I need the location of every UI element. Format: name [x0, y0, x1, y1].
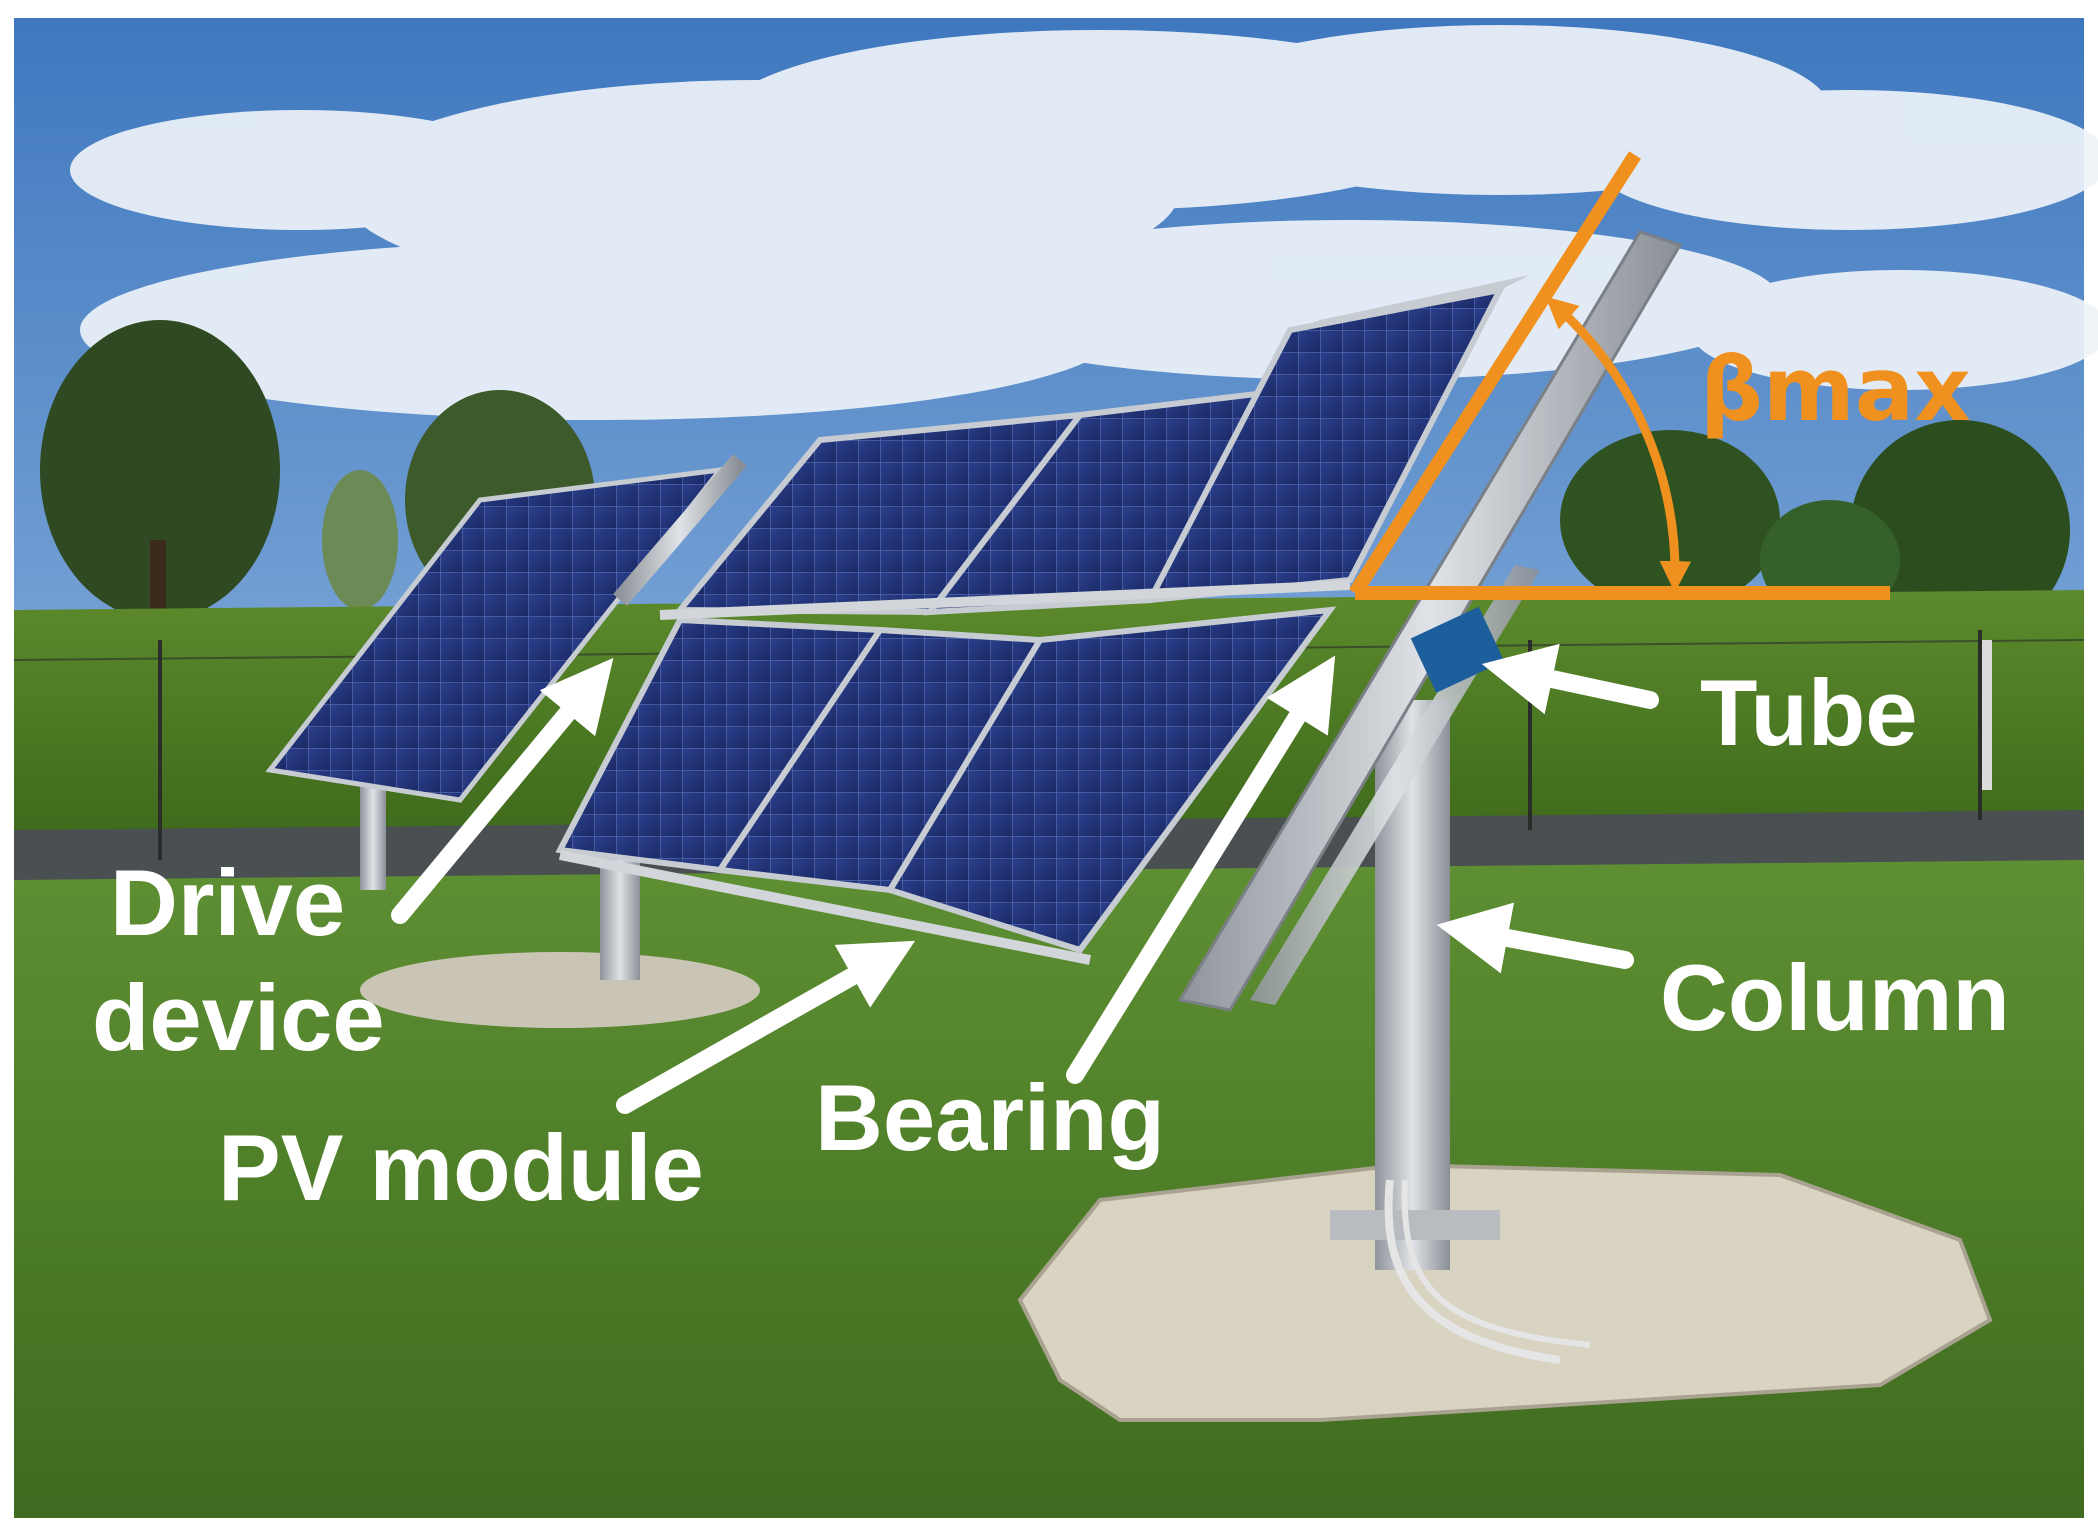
angle-arc [1545, 296, 1692, 593]
tube-label: Tube [1700, 660, 1918, 765]
drive-device-arrow [391, 657, 614, 924]
drive-device-label-line1: Drive [110, 850, 345, 955]
callout-arrows [391, 643, 1659, 1114]
column-label: Column [1660, 945, 2010, 1050]
tube-arrow [1481, 643, 1659, 715]
beta-max-annotation: βmax [1349, 151, 1971, 600]
background-tracker [265, 454, 760, 1028]
bearing-arrow [1066, 655, 1336, 1084]
tilt-line [1349, 151, 1641, 597]
callout-labels: Drive device PV module Bearing Tube Colu… [92, 660, 2010, 1220]
beta-max-label: βmax [1700, 338, 1971, 441]
pv-module-label: PV module [218, 1115, 704, 1220]
column-arrow [1436, 902, 1634, 974]
sign-post [1982, 640, 1992, 790]
concrete-foundation [1017, 1162, 1993, 1422]
drive-device-label-line2: device [92, 965, 385, 1070]
bearing-label: Bearing [815, 1065, 1165, 1170]
pv-module-arrow [616, 940, 916, 1114]
drive-box [1410, 606, 1505, 693]
